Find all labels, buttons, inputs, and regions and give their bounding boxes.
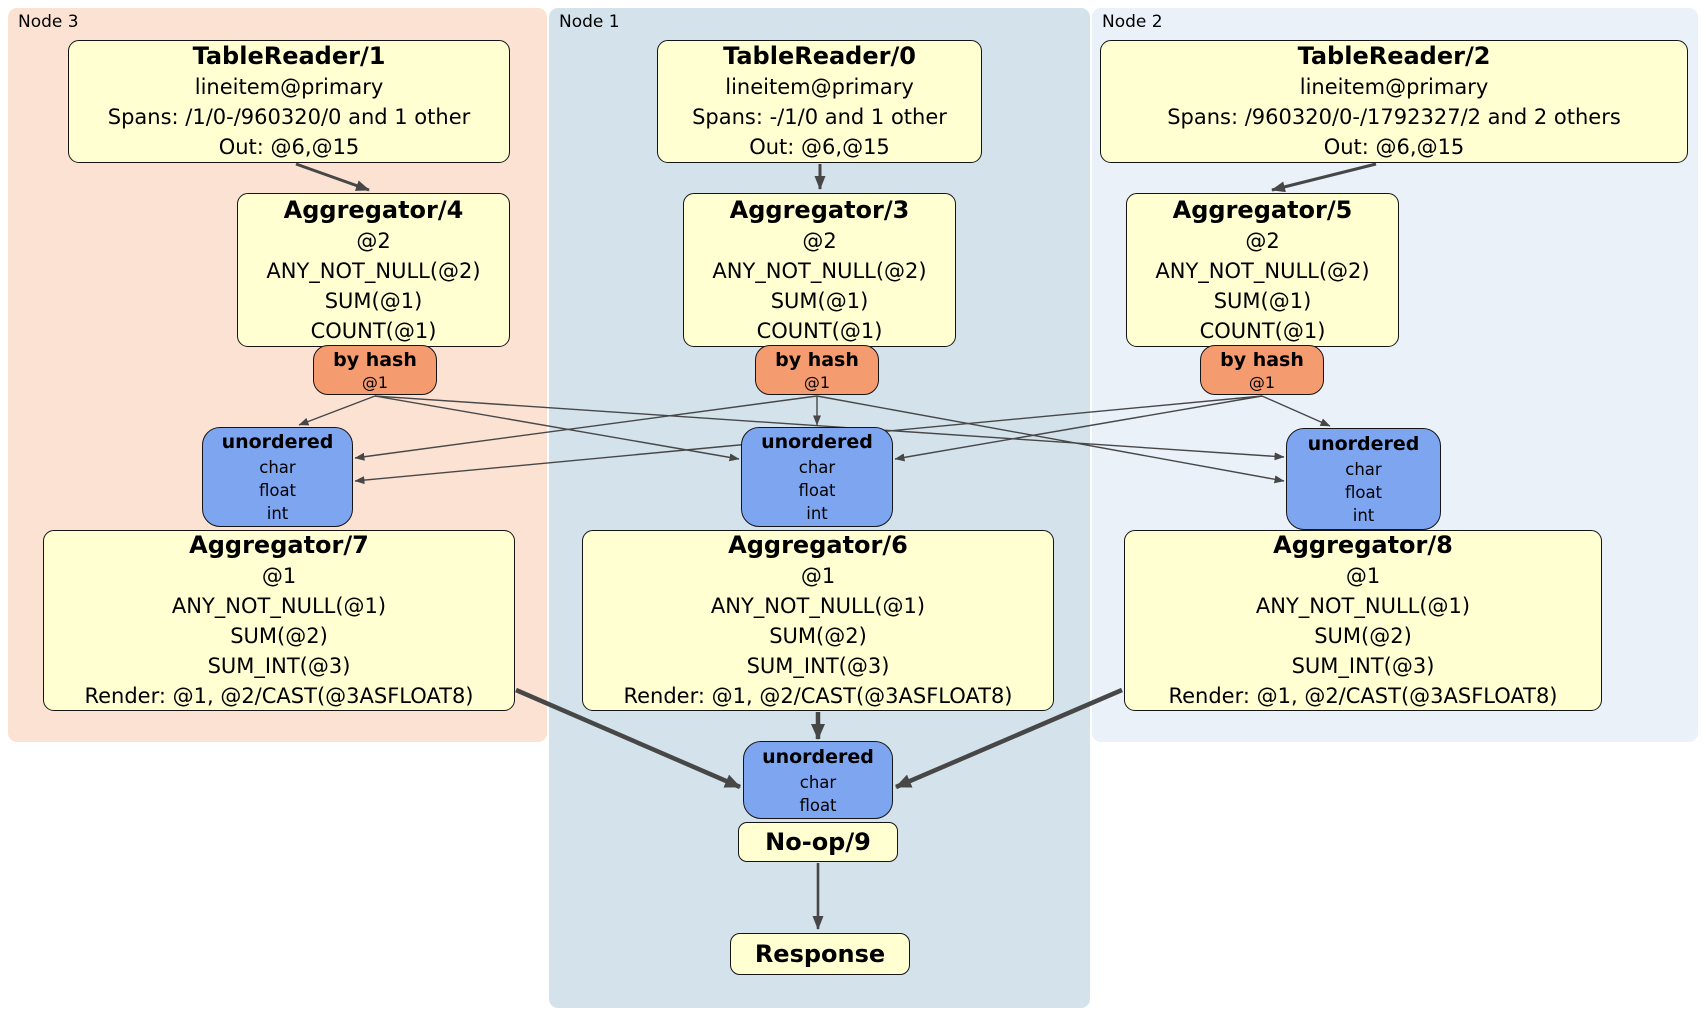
edge-hash2-un2 [1261,395,1331,427]
processor-title: TableReader/0 [723,42,916,70]
edge-hash3-un1 [374,395,740,462]
router-by-hash-node3: by hash @1 [313,345,437,395]
processor-response: Response [730,933,910,975]
processor-title: Aggregator/3 [729,195,910,224]
processor-aggregator-7: Aggregator/7 @1 ANY_NOT_NULL(@1) SUM(@2)… [43,530,515,711]
processor-title: Aggregator/6 [728,531,908,559]
processor-noop-9: No-op/9 [738,822,898,862]
sync-unordered-final: unordered char float [743,741,893,819]
processor-title: TableReader/1 [192,42,386,70]
edge-agg7-unfinal [515,687,741,790]
processor-title: Aggregator/5 [1172,195,1353,224]
sync-unordered-node2: unordered char float int [1286,428,1441,530]
processor-title: Aggregator/4 [283,195,464,224]
sync-unordered-node1: unordered char float int [741,427,893,527]
edge-agg8-unfinal [895,687,1123,790]
sync-unordered-node3: unordered char float int [202,427,353,527]
processor-aggregator-6: Aggregator/6 @1 ANY_NOT_NULL(@1) SUM(@2)… [582,530,1054,711]
processor-tablereader-1: TableReader/1 lineitem@primary Spans: /1… [68,40,510,163]
processor-tablereader-2: TableReader/2 lineitem@primary Spans: /9… [1100,40,1688,163]
panel-node-2-label: Node 2 [1102,12,1163,32]
processor-aggregator-8: Aggregator/8 @1 ANY_NOT_NULL(@1) SUM(@2)… [1124,530,1602,711]
edge-hash3-un2 [374,395,1285,461]
processor-title: TableReader/2 [1297,42,1491,70]
processor-title: Aggregator/8 [1273,531,1453,559]
edge-hash2-un1 [894,395,1263,462]
edge-hash3-un3 [298,395,376,426]
panel-node-1-label: Node 1 [559,12,620,32]
processor-tablereader-0: TableReader/0 lineitem@primary Spans: -/… [657,40,982,163]
router-by-hash-node2: by hash @1 [1200,345,1324,395]
processor-aggregator-4: Aggregator/4 @2 ANY_NOT_NULL(@2) SUM(@1)… [237,193,510,347]
processor-aggregator-5: Aggregator/5 @2 ANY_NOT_NULL(@2) SUM(@1)… [1126,193,1399,347]
panel-node-3-label: Node 3 [18,12,79,32]
processor-aggregator-3: Aggregator/3 @2 ANY_NOT_NULL(@2) SUM(@1)… [683,193,956,347]
processor-title: Aggregator/7 [189,531,369,559]
edge-tr2-agg5 [1271,162,1377,193]
edge-hash1-un2 [816,395,1285,484]
edge-hash1-un3 [354,395,818,461]
router-by-hash-node1: by hash @1 [755,345,879,395]
edge-tr1-agg4 [295,162,370,192]
